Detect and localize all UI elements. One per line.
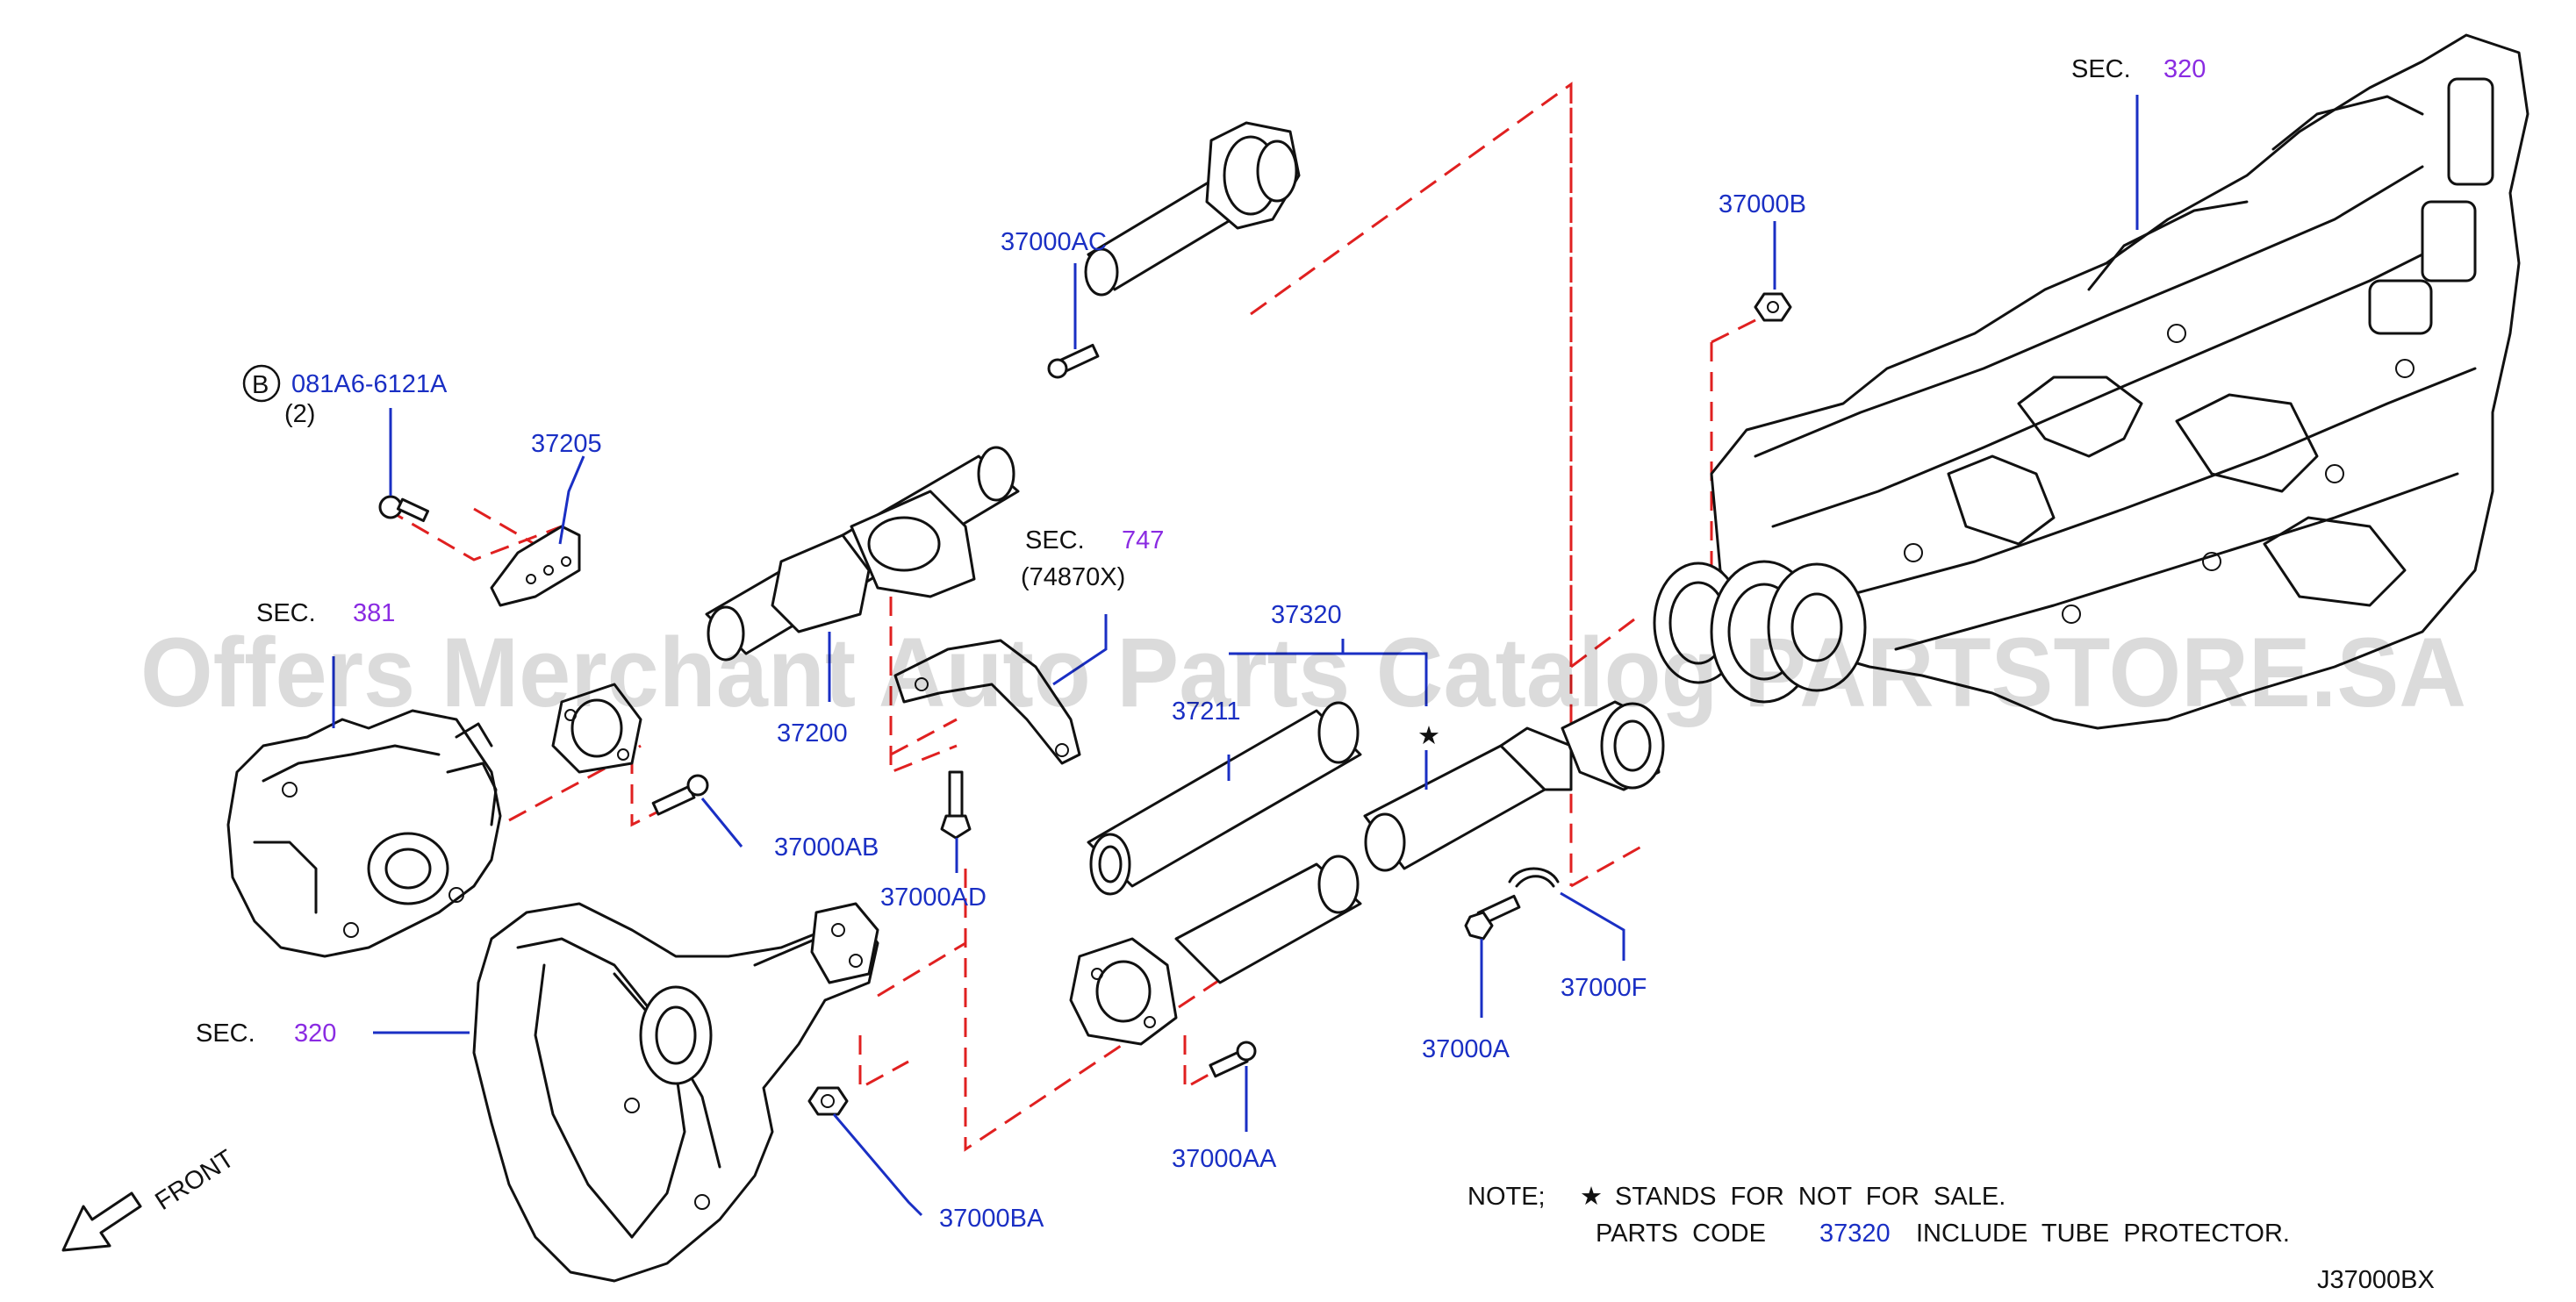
labels: SEC. 320 37000B 37000AC B 081A6-6121A (2… bbox=[196, 55, 2435, 1294]
part-number-37000F[interactable]: 37000F bbox=[1561, 974, 1647, 1002]
rear-differential-assembly[interactable] bbox=[226, 709, 502, 958]
bolt-37000AC[interactable] bbox=[1047, 343, 1100, 379]
part-number-37000BA[interactable]: 37000BA bbox=[939, 1205, 1044, 1233]
fasteners bbox=[378, 292, 1792, 1116]
diagram-code: J37000BX bbox=[2317, 1266, 2435, 1294]
part-number-37211[interactable]: 37211 bbox=[1172, 698, 1241, 726]
bolt-b-marker: B bbox=[252, 371, 269, 399]
note-star: ★ bbox=[1580, 1183, 1603, 1211]
sec-label-center-bearing: SEC. bbox=[1025, 526, 1085, 554]
note-line-2b: INCLUDE TUBE PROTECTOR. bbox=[1916, 1220, 2290, 1248]
watermark: Offers Merchant Auto Parts Catalog PARTS… bbox=[140, 618, 2466, 727]
front-arrow-icon bbox=[61, 1191, 142, 1252]
bolt-081A6-6121A[interactable] bbox=[378, 495, 430, 523]
note-prefix: NOTE; bbox=[1467, 1183, 1546, 1211]
part-number-37000AD[interactable]: 37000AD bbox=[880, 884, 987, 912]
bolt-b-callout[interactable]: B 081A6-6121A (2) bbox=[242, 364, 448, 428]
bolt-37000AA[interactable] bbox=[1209, 1041, 1257, 1078]
bolt-b-marker-circle bbox=[242, 364, 281, 403]
sec-ref-center-bearing[interactable]: 747 bbox=[1122, 526, 1164, 554]
front-label: FRONT bbox=[150, 1144, 239, 1215]
nut-37000B[interactable] bbox=[1754, 292, 1792, 322]
sec-ref-transmission[interactable]: 320 bbox=[294, 1019, 336, 1048]
part-number-081A6-6121A[interactable]: 081A6-6121A bbox=[291, 370, 448, 398]
center-bearing-code: (74870X) bbox=[1021, 563, 1125, 591]
sec-ref-rear-diff[interactable]: 381 bbox=[353, 599, 395, 627]
transmission-bell-housing[interactable] bbox=[472, 902, 879, 1283]
note-block: NOTE; ★ STANDS FOR NOT FOR SALE. PARTS C… bbox=[1467, 1183, 2290, 1248]
note-parts-code[interactable]: 37320 bbox=[1819, 1220, 1891, 1248]
part-number-37000AA[interactable]: 37000AA bbox=[1172, 1145, 1277, 1173]
rear-propeller-shaft-37320[interactable] bbox=[1069, 700, 1665, 1046]
transfer-case-assembly[interactable] bbox=[1653, 33, 2529, 730]
note-line-1: STANDS FOR NOT FOR SALE. bbox=[1615, 1183, 2006, 1211]
part-number-37205[interactable]: 37205 bbox=[531, 430, 602, 458]
tube-protector-37211[interactable] bbox=[1087, 701, 1362, 896]
bolt-37000AB[interactable] bbox=[651, 774, 709, 816]
bolt-b-quantity: (2) bbox=[284, 400, 315, 428]
part-number-37200[interactable]: 37200 bbox=[777, 719, 848, 748]
clip-37000F[interactable] bbox=[1508, 867, 1560, 888]
front-propeller-shaft-37200[interactable] bbox=[490, 121, 1301, 774]
part-number-37000A[interactable]: 37000A bbox=[1422, 1035, 1510, 1063]
center-bearing-bracket-74870X[interactable] bbox=[893, 639, 1081, 765]
sec-label-transfer: SEC. bbox=[2071, 55, 2131, 83]
part-number-37000AB[interactable]: 37000AB bbox=[774, 833, 879, 862]
part-number-37000B[interactable]: 37000B bbox=[1719, 190, 1806, 218]
leader-lines bbox=[332, 95, 2139, 1217]
part-number-37000AC[interactable]: 37000AC bbox=[1001, 228, 1107, 256]
not-for-sale-star: ★ bbox=[1417, 722, 1440, 750]
bolt-37000AD[interactable] bbox=[940, 770, 972, 840]
bolt-37000A[interactable] bbox=[1464, 894, 1521, 941]
nut-37000BA[interactable] bbox=[807, 1086, 849, 1116]
sec-label-transmission: SEC. bbox=[196, 1019, 255, 1048]
sec-label-rear-diff: SEC. bbox=[256, 599, 316, 627]
part-number-37320[interactable]: 37320 bbox=[1271, 601, 1342, 629]
sec-ref-transfer[interactable]: 320 bbox=[2163, 55, 2206, 83]
front-arrow: FRONT bbox=[61, 1144, 240, 1252]
note-line-2a: PARTS CODE bbox=[1596, 1220, 1766, 1248]
